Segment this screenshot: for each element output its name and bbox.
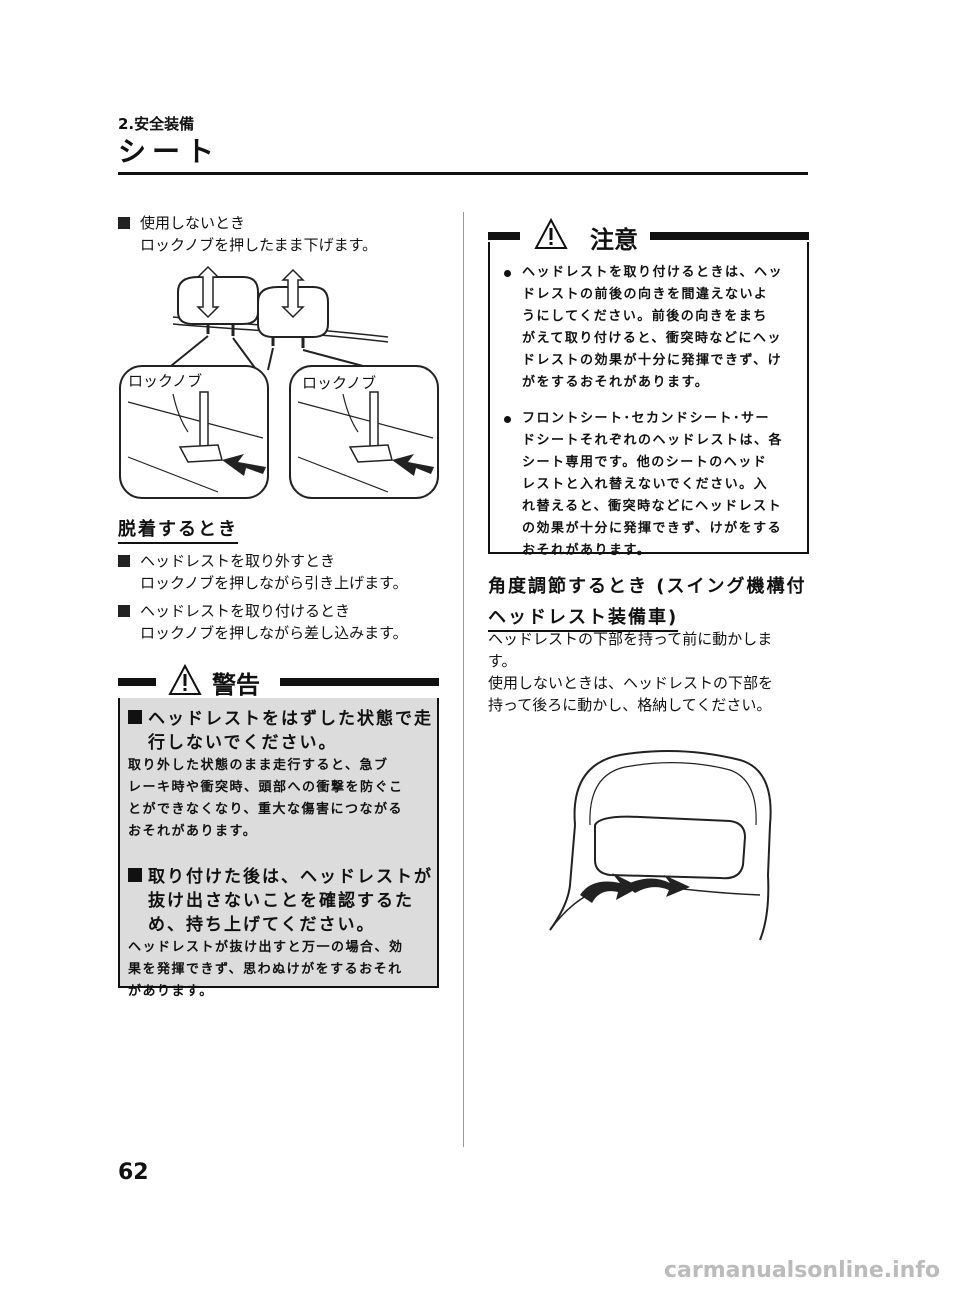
lock-knob-label-right: ロックノブ <box>302 374 377 392</box>
column-divider <box>463 212 464 1147</box>
caution-box <box>488 232 809 554</box>
section-heading-angle: 角度調節するとき (スイング機構付 ヘッドレスト装備車) <box>488 572 809 632</box>
watermark: carmanualsonline.info <box>664 1258 940 1283</box>
header-rule <box>118 172 808 175</box>
caution-label: 注意 <box>590 226 638 254</box>
headrest-lock-knob-illustration <box>119 265 439 499</box>
square-bullet-icon <box>118 555 130 567</box>
bullet-dot-icon <box>504 270 511 277</box>
caution-triangle-icon <box>534 218 568 249</box>
item-install-headrest: ヘッドレストを取り付けるとき ロックノブを押しながら差し込みます。 <box>118 600 408 644</box>
square-bullet-icon <box>118 217 130 229</box>
warning-bar-right <box>280 678 439 686</box>
lock-knob-label-left: ロックノブ <box>128 372 203 390</box>
caution-bar-right <box>650 232 809 240</box>
page-number: 62 <box>118 1160 149 1185</box>
section-heading-removal: 脱着するとき <box>118 515 238 544</box>
warning-label: 警告 <box>212 671 260 699</box>
square-bullet-icon <box>128 710 142 724</box>
square-bullet-icon <box>118 605 130 617</box>
warning-bar-left <box>118 678 156 686</box>
item-not-in-use: 使用しないとき ロックノブを押したまま下げます。 <box>118 212 377 256</box>
warning-box <box>118 676 439 988</box>
caution-bar-left <box>488 232 520 240</box>
angle-description: ヘッドレストの下部を持って前に動かしま す。 使用しないときは、ヘッドレストの下… <box>488 630 774 714</box>
item-remove-headrest: ヘッドレストを取り外すとき ロックノブを押しながら引き上げます。 <box>118 550 408 594</box>
page-title: シート <box>118 135 221 168</box>
square-bullet-icon <box>128 868 142 882</box>
warning-content: ヘッドレストをはずした状態で走 行しないでください。 取り外した状態のまま走行す… <box>128 709 433 999</box>
caution-content: ヘッドレストを取り付けるときは、ヘッ ドレストの前後の向きを間違えないよ うにし… <box>500 262 800 562</box>
swing-headrest-illustration <box>549 750 772 941</box>
bullet-dot-icon <box>504 416 511 423</box>
chapter-label: 2.安全装備 <box>118 115 195 133</box>
warning-triangle-icon <box>168 664 202 695</box>
